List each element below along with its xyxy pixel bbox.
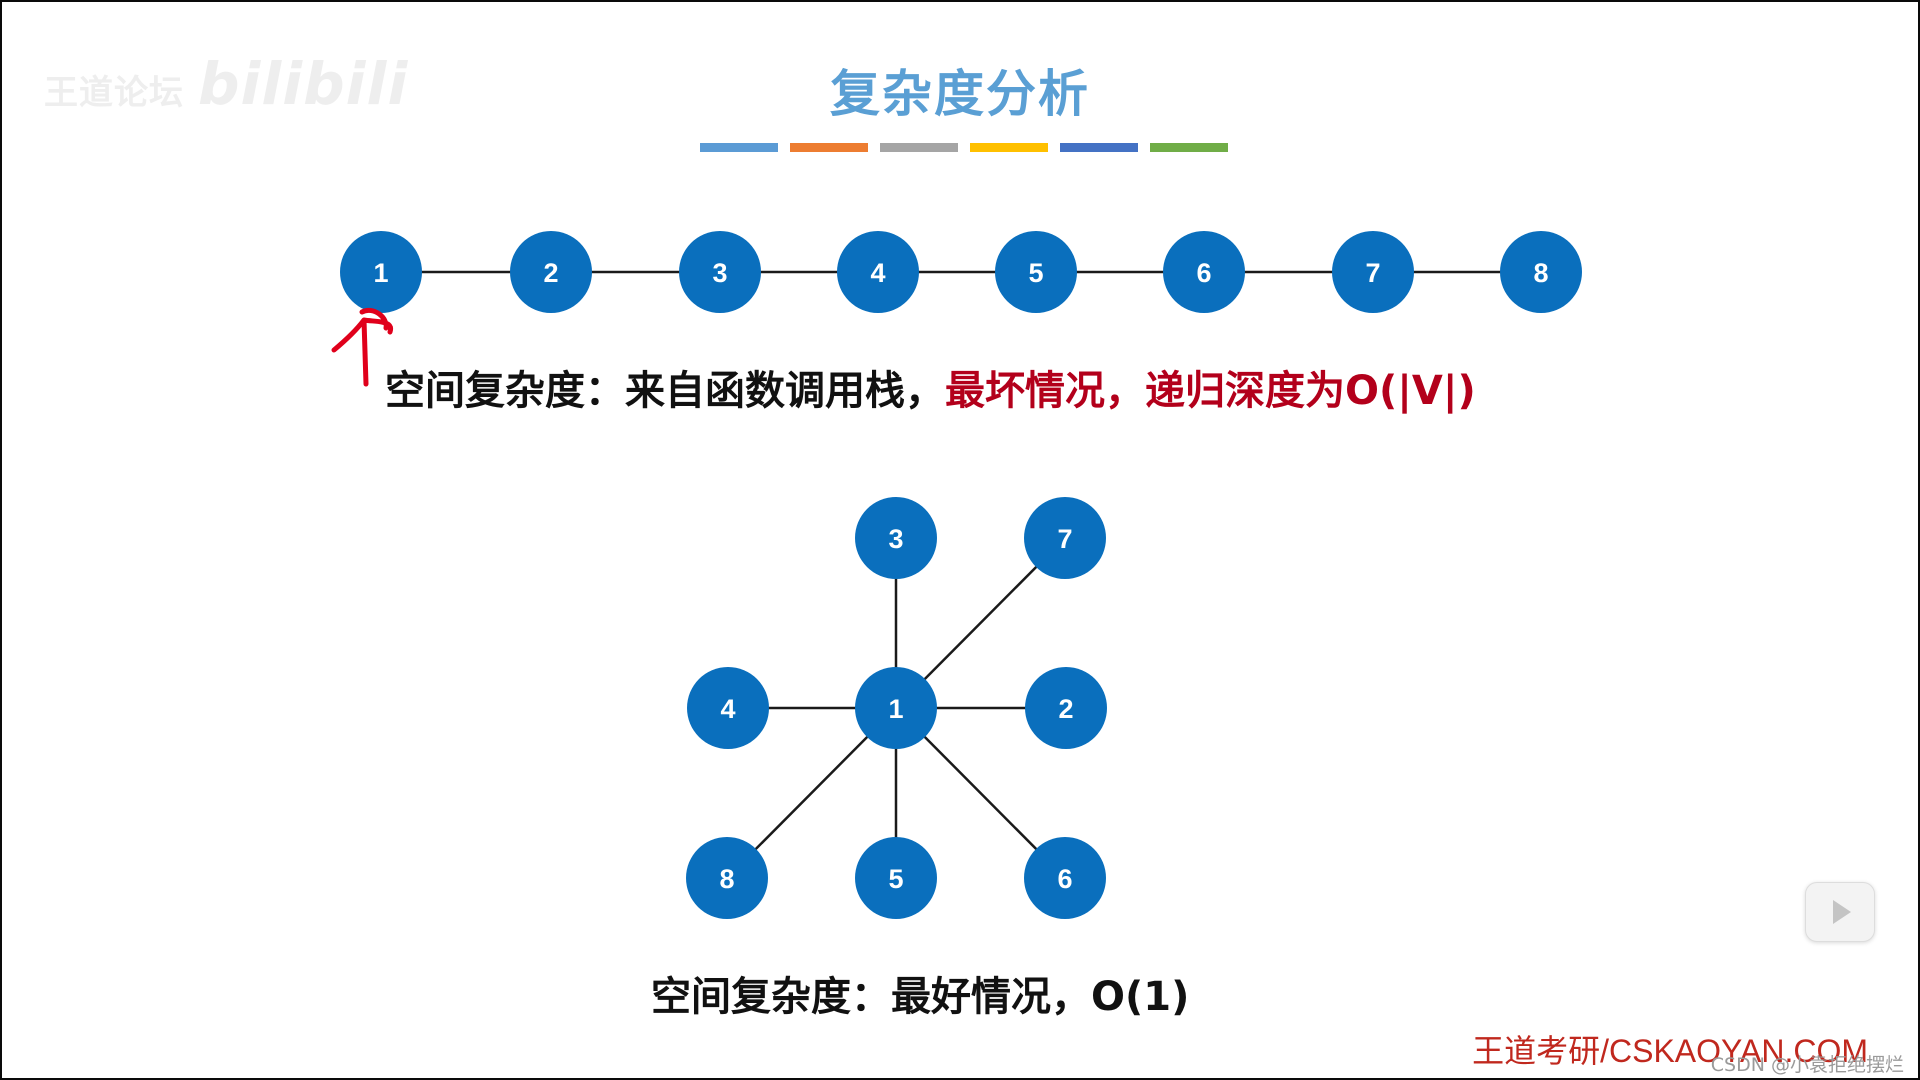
slide-title: 复杂度分析: [830, 65, 1090, 123]
color-bar-segment: [790, 143, 868, 152]
chain-node-label-4: 4: [870, 258, 885, 288]
color-bar-segment: [970, 143, 1048, 152]
star-node-label-7: 7: [1057, 524, 1072, 554]
star-node-2: [1025, 667, 1107, 749]
watermark-brand: 王道论坛: [44, 73, 184, 113]
chain-node-label-2: 2: [543, 258, 558, 288]
watermark: 王道论坛 bilibili: [44, 50, 408, 118]
bilibili-logo: bilibili: [198, 50, 409, 118]
chain-node-4: [837, 231, 919, 313]
chain-node-label-3: 3: [712, 258, 727, 288]
color-bar-segment: [880, 143, 958, 152]
star-node-4: [687, 667, 769, 749]
star-node-7: [1024, 497, 1106, 579]
play-icon: [1833, 900, 1851, 924]
caption-worst-case: 空间复杂度：来自函数调用栈，最坏情况，递归深度为O(|V|): [385, 358, 1476, 416]
star-node-label-6: 6: [1057, 864, 1072, 894]
star-node-1: [855, 667, 937, 749]
star-node-label-4: 4: [720, 694, 735, 724]
chain-node-label-8: 8: [1533, 258, 1548, 288]
color-bar-segment: [700, 143, 778, 152]
play-button[interactable]: [1805, 882, 1875, 942]
star-node-5: [855, 837, 937, 919]
chain-node-5: [995, 231, 1077, 313]
star-node-6: [1024, 837, 1106, 919]
chain-node-label-1: 1: [373, 258, 388, 288]
chain-node-7: [1332, 231, 1414, 313]
star-node-label-2: 2: [1058, 694, 1073, 724]
star-node-3: [855, 497, 937, 579]
chain-nodes: 1 2 3 4 5 6 7 8: [340, 231, 1582, 313]
color-bar-segment: [1060, 143, 1138, 152]
csdn-credit: CSDN @小袁拒绝摆烂: [1710, 1054, 1904, 1076]
caption-best-case: 空间复杂度：最好情况，O(1): [651, 974, 1190, 1020]
caption-worst-highlight: 最坏情况，递归深度为O(|V|): [945, 368, 1476, 414]
chain-node-3: [679, 231, 761, 313]
star-node-label-3: 3: [888, 524, 903, 554]
chain-node-1: [340, 231, 422, 313]
color-bar-segment: [1150, 143, 1228, 152]
star-node-label-1: 1: [888, 694, 903, 724]
chain-node-label-7: 7: [1365, 258, 1380, 288]
red-arrow-annotation: [331, 308, 394, 387]
footer-brand: 王道考研/CSKAOYAN.COM: [1472, 1033, 1868, 1069]
chain-node-8: [1500, 231, 1582, 313]
chain-node-2: [510, 231, 592, 313]
caption-worst-prefix: 空间复杂度：来自函数调用栈，: [385, 368, 945, 414]
chain-node-label-5: 5: [1028, 258, 1043, 288]
star-node-label-8: 8: [719, 864, 734, 894]
star-node-8: [686, 837, 768, 919]
chain-node-6: [1163, 231, 1245, 313]
star-node-label-5: 5: [888, 864, 903, 894]
chain-node-label-6: 6: [1196, 258, 1211, 288]
star-nodes: 1 3 7 2 6 5 8 4: [686, 497, 1107, 919]
